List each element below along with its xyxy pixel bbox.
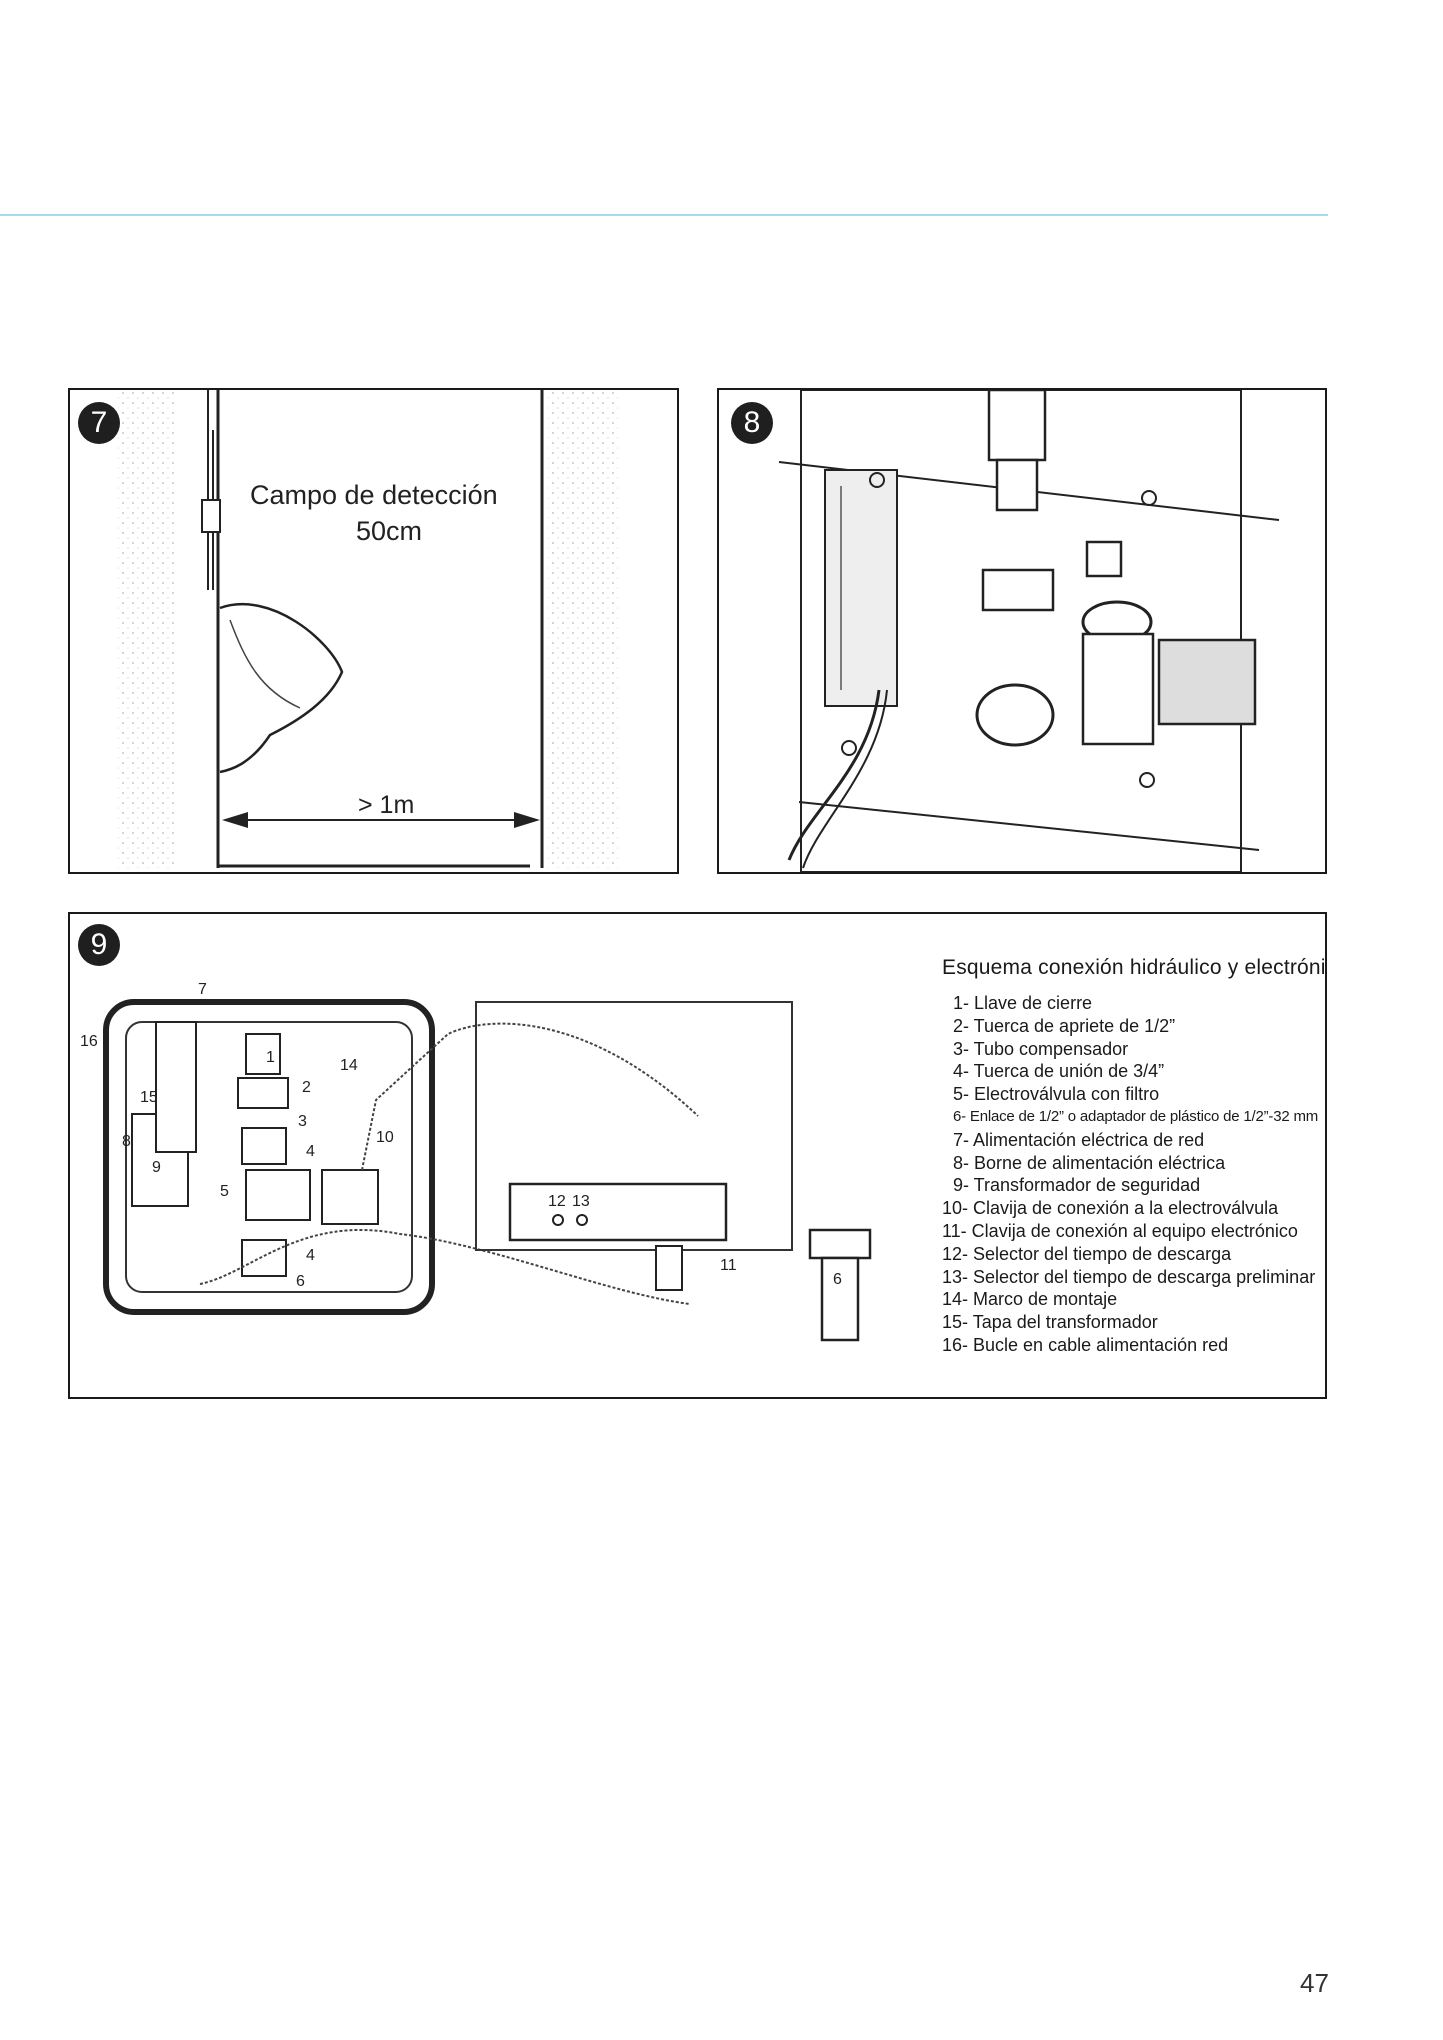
connection-legend: Esquema conexión hidráulico y electrónic… <box>942 956 1327 1357</box>
mounting-screw <box>841 740 857 756</box>
page-number: 47 <box>1300 1968 1329 1998</box>
small-plug <box>1085 540 1123 578</box>
valve-cable <box>361 1022 699 1171</box>
power-cable <box>199 1228 691 1305</box>
fitting-body <box>820 1256 860 1342</box>
detection-field-label: Campo de detección <box>250 480 498 510</box>
figure-8-badge: 8 <box>731 402 773 444</box>
connector-plug <box>655 1245 683 1291</box>
power-cable-2 <box>802 689 888 869</box>
legend-item: 9- Transformador de seguridad <box>953 1175 1201 1196</box>
legend-item: 6- Enlace de 1/2” o adaptador de plástic… <box>953 1107 1319 1125</box>
shutoff-valve <box>245 1033 281 1075</box>
compression-nut <box>237 1077 289 1109</box>
distance-arrow-left-head <box>222 812 248 828</box>
shutoff-valve <box>987 390 1047 462</box>
callout-4: 4 <box>306 1143 315 1160</box>
urinal-bowl <box>219 602 344 774</box>
callout-6-fitting: 6 <box>833 1271 842 1288</box>
legend-item: 8- Borne de alimentación eléctrica <box>953 1152 1226 1173</box>
distance-arrow-right-head <box>514 812 540 828</box>
detection-distance-label: 50cm <box>356 516 422 546</box>
callout-3: 3 <box>298 1113 307 1130</box>
callout-1: 1 <box>266 1049 275 1066</box>
callout-15: 15 <box>140 1089 158 1106</box>
urinal-detection-illustration: Campo de detección 50cm > 1m <box>118 390 618 868</box>
mounting-screw <box>869 472 885 488</box>
callout-13: 13 <box>572 1193 590 1210</box>
callout-5: 5 <box>220 1183 229 1200</box>
legend-item: 7- Alimentación eléctrica de red <box>953 1129 1205 1150</box>
preliminary-selector <box>576 1214 588 1226</box>
power-cable <box>787 689 881 861</box>
inner-frame <box>125 1021 413 1293</box>
legend-item: 5- Electroválvula con filtro <box>953 1084 1160 1105</box>
connection-schematic: 1 2 3 4 4 5 6 7 8 9 10 11 12 13 14 15 16… <box>80 981 872 1342</box>
union-nut <box>981 568 1055 612</box>
installation-box-illustration <box>778 390 1280 872</box>
callout-6: 6 <box>296 1273 305 1290</box>
legend-list: 1- Llave de cierre 2- Tuerca de apriete … <box>942 992 1325 1357</box>
left-wall-texture <box>118 390 176 868</box>
box-outline <box>800 390 1242 872</box>
callout-labels: 1 2 3 4 4 5 6 7 8 9 10 11 12 13 14 15 16… <box>80 981 842 1290</box>
legend-item: 3- Tubo compensador <box>953 1038 1129 1059</box>
legend-item: 2- Tuerca de apriete de 1/2” <box>953 1015 1176 1036</box>
electronic-board <box>508 1182 728 1242</box>
legend-title: Esquema conexión hidráulico y electrónic… <box>942 956 1327 979</box>
header-rule <box>0 214 1328 216</box>
legend-item: 13- Selector del tiempo de descarga prel… <box>942 1266 1316 1287</box>
urinal-inner-line <box>229 619 301 709</box>
legend-item: 16- Bucle en cable alimentación red <box>942 1334 1229 1355</box>
solenoid-valve-body <box>1081 632 1155 746</box>
mounting-screw <box>1139 772 1155 788</box>
legend-item: 1- Llave de cierre <box>953 993 1093 1013</box>
inlet-nut <box>975 683 1055 747</box>
solenoid-valve <box>245 1169 311 1221</box>
callout-7: 7 <box>198 981 207 998</box>
right-wall-texture <box>548 390 618 868</box>
electronics-outline <box>475 1001 793 1251</box>
legend-item: 4- Tuerca de unión de 3/4” <box>953 1061 1165 1082</box>
fitting-nut <box>808 1228 872 1260</box>
transformer-housing <box>824 469 898 707</box>
callout-4-bottom: 4 <box>306 1247 315 1264</box>
callout-2: 2 <box>302 1079 311 1096</box>
figure-7-badge: 7 <box>78 402 120 444</box>
callout-9: 9 <box>152 1159 161 1176</box>
solenoid-coil <box>1157 638 1257 726</box>
legend-item: 14- Marco de montaje <box>942 1289 1118 1310</box>
callout-8: 8 <box>122 1133 131 1150</box>
figure-9-panel: 9 1 2 3 4 4 5 6 7 8 9 <box>68 912 1327 1399</box>
discharge-selector <box>552 1214 564 1226</box>
callout-11: 11 <box>720 1257 737 1274</box>
union-nut-top <box>241 1127 287 1165</box>
legend-item: 11- Clavija de conexión al equipo electr… <box>942 1220 1298 1241</box>
figure-7-panel: 7 Campo de detección 50cm > 1m <box>68 388 679 874</box>
legend-item: 12- Selector del tiempo de descarga <box>942 1243 1232 1264</box>
sensor-box <box>201 499 221 533</box>
callout-16: 16 <box>80 1033 98 1050</box>
callout-12: 12 <box>548 1193 566 1210</box>
callout-10: 10 <box>376 1129 394 1146</box>
mounting-screw <box>1141 490 1157 506</box>
box-bottom-edge <box>798 801 1260 851</box>
figure-8-panel: 8 <box>717 388 1327 874</box>
legend-item: 15- Tapa del transformador <box>942 1312 1158 1333</box>
callout-14: 14 <box>340 1057 358 1074</box>
minimum-distance-label: > 1m <box>358 791 414 819</box>
transformer-cover <box>155 1021 197 1153</box>
compression-nut <box>995 458 1039 512</box>
union-nut-bottom <box>241 1239 287 1277</box>
solenoid-coil <box>321 1169 379 1225</box>
legend-item: 10- Clavija de conexión a la electroválv… <box>942 1198 1279 1219</box>
figure-9-badge: 9 <box>78 924 120 966</box>
